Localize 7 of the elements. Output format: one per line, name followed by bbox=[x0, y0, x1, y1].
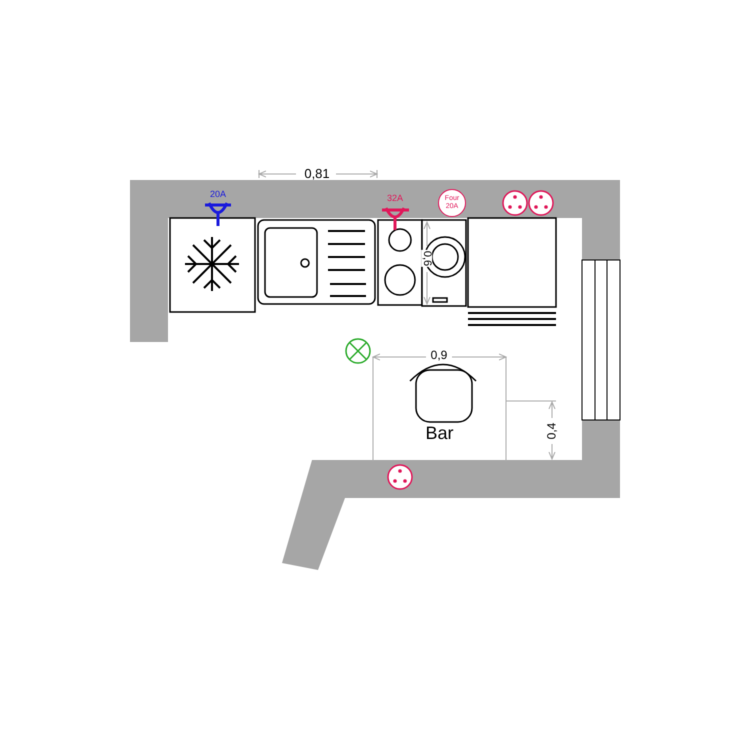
dimension-label: 0,4 bbox=[545, 422, 558, 440]
dimension-label: 0,6 bbox=[421, 250, 432, 268]
dimension-label: 0,81 bbox=[304, 167, 330, 180]
room-label: Bar bbox=[425, 424, 454, 442]
amperage-label: 20A bbox=[210, 190, 226, 199]
amperage-label: 32A bbox=[387, 194, 403, 203]
dimension-label: 0,9 bbox=[430, 349, 448, 361]
